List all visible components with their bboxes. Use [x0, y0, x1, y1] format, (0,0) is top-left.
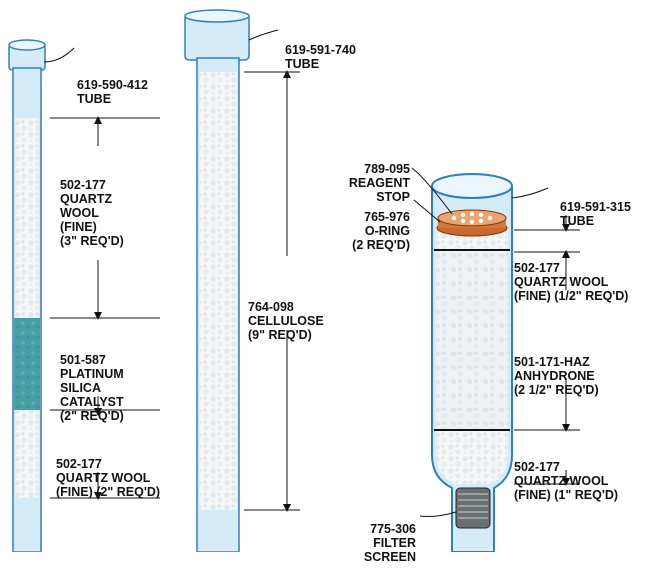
tube-3 — [431, 173, 513, 552]
reagent-stop-holes — [451, 211, 493, 225]
tube-1 — [8, 39, 46, 552]
tube-assembly-diagram — [8, 9, 580, 552]
tube-1-catalyst-fill — [14, 318, 40, 410]
tube-2-rim — [184, 9, 250, 23]
tube-3-anhydrone-fill — [436, 250, 508, 430]
tube-1-rim — [8, 39, 46, 51]
tube-3-reagent-stop-top — [437, 209, 507, 227]
tube-1-quartz-wool-top-fill — [15, 118, 39, 320]
tube-1-dimensions — [43, 47, 160, 500]
tube-2 — [184, 9, 250, 552]
tube-2-cellulose-fill — [199, 72, 237, 510]
tube-2-dimensions — [244, 29, 300, 512]
tube-3-quartz-wool-bottom-fill — [436, 430, 508, 484]
tube-3-dimensions — [411, 167, 580, 517]
tube-1-quartz-wool-bottom-fill — [15, 410, 39, 498]
tube-3-rim — [431, 173, 513, 199]
